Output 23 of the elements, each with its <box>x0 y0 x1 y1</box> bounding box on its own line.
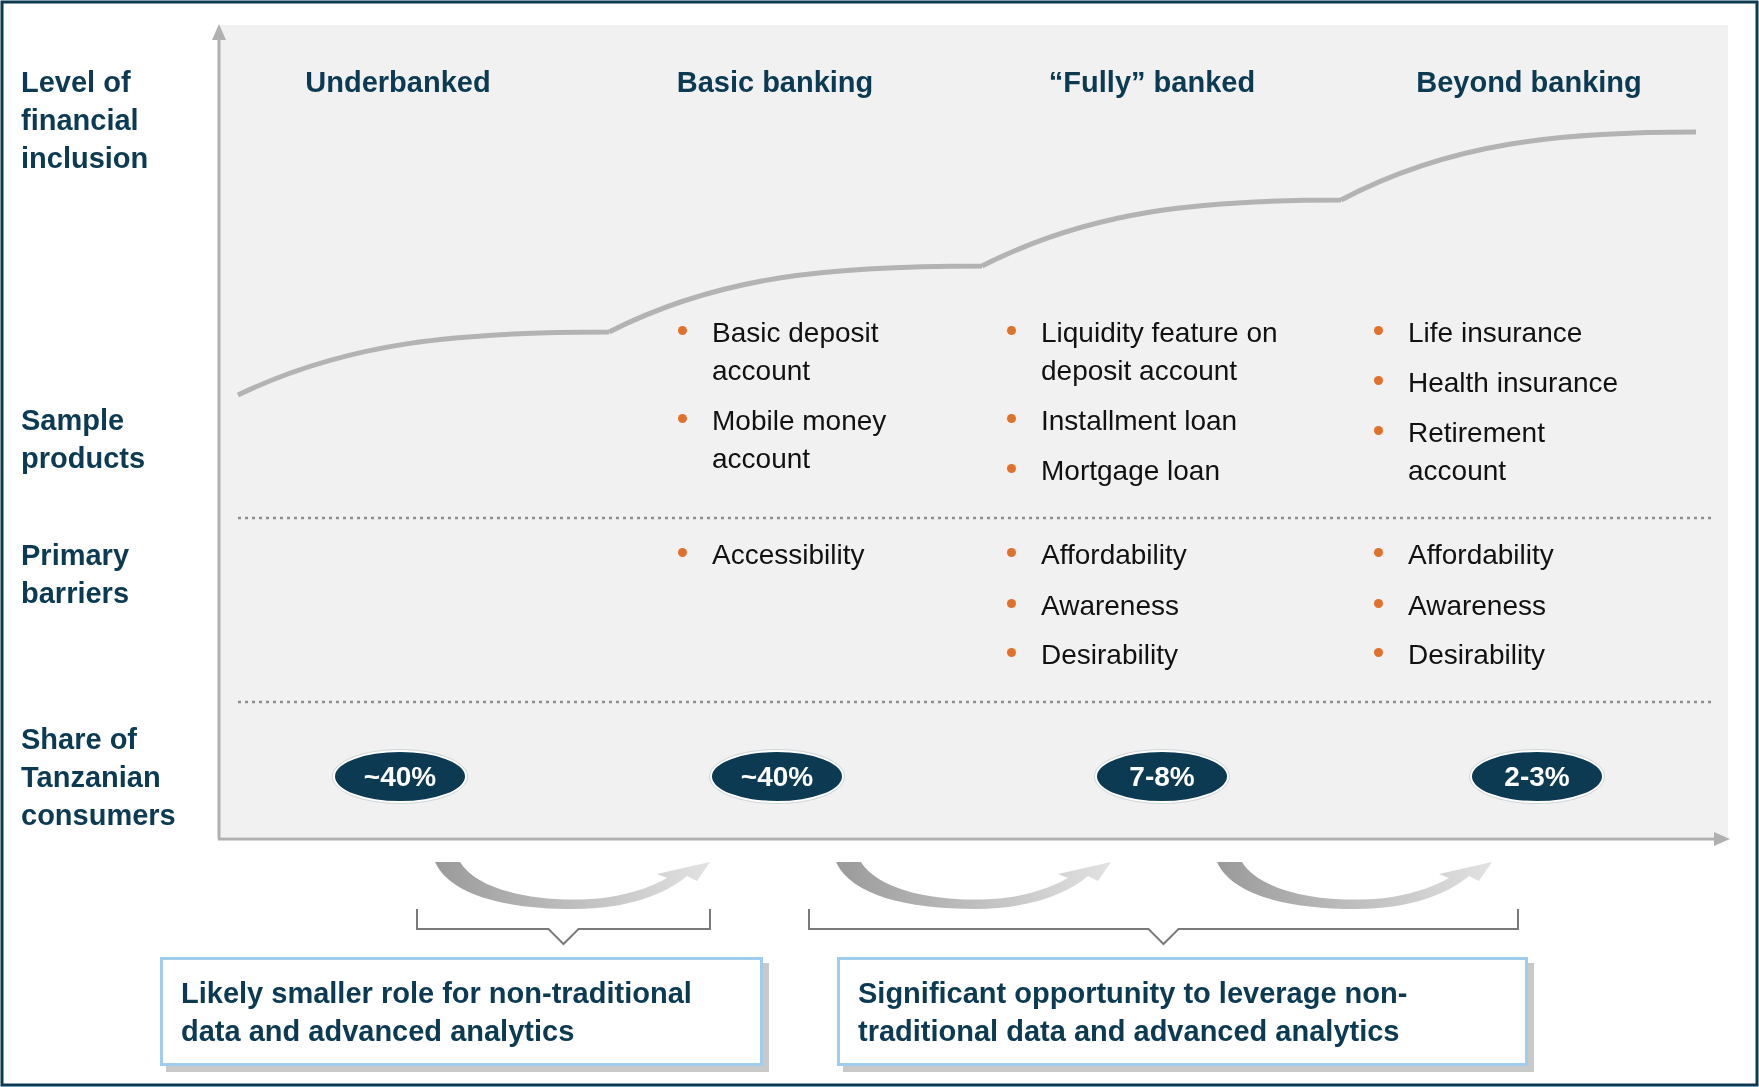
row-heading: Share of Tanzanian consumers <box>21 722 177 833</box>
column-heading: “Fully” banked <box>1048 65 1256 100</box>
list-item: Liquidity feature on deposit account <box>1041 316 1279 388</box>
list-item: Desirability <box>1041 638 1179 672</box>
list-item: Mortgage loan <box>1041 454 1221 488</box>
list-item: Awareness <box>1041 589 1180 623</box>
row-heading: Sample products <box>21 403 147 476</box>
column-heading: Beyond banking <box>1416 65 1642 100</box>
list-item: Life insurance <box>1408 316 1584 350</box>
list-item: Awareness <box>1408 589 1547 623</box>
list-item: Mobile money account <box>712 404 888 476</box>
list-item: Health insurance <box>1408 366 1620 400</box>
list-item: Desirability <box>1408 638 1546 672</box>
list-item: Retirement account <box>1408 416 1546 488</box>
list-item: Basic deposit account <box>712 316 880 388</box>
list-item: Affordability <box>1408 538 1555 572</box>
list-item: Accessibility <box>712 538 866 572</box>
row-heading: Primary barriers <box>21 538 130 611</box>
row-heading: Level of financial inclusion <box>21 65 150 176</box>
column-heading: Basic banking <box>676 65 874 100</box>
list-item: Affordability <box>1041 538 1188 572</box>
list-item: Installment loan <box>1041 404 1239 438</box>
column-heading: Underbanked <box>305 65 491 100</box>
